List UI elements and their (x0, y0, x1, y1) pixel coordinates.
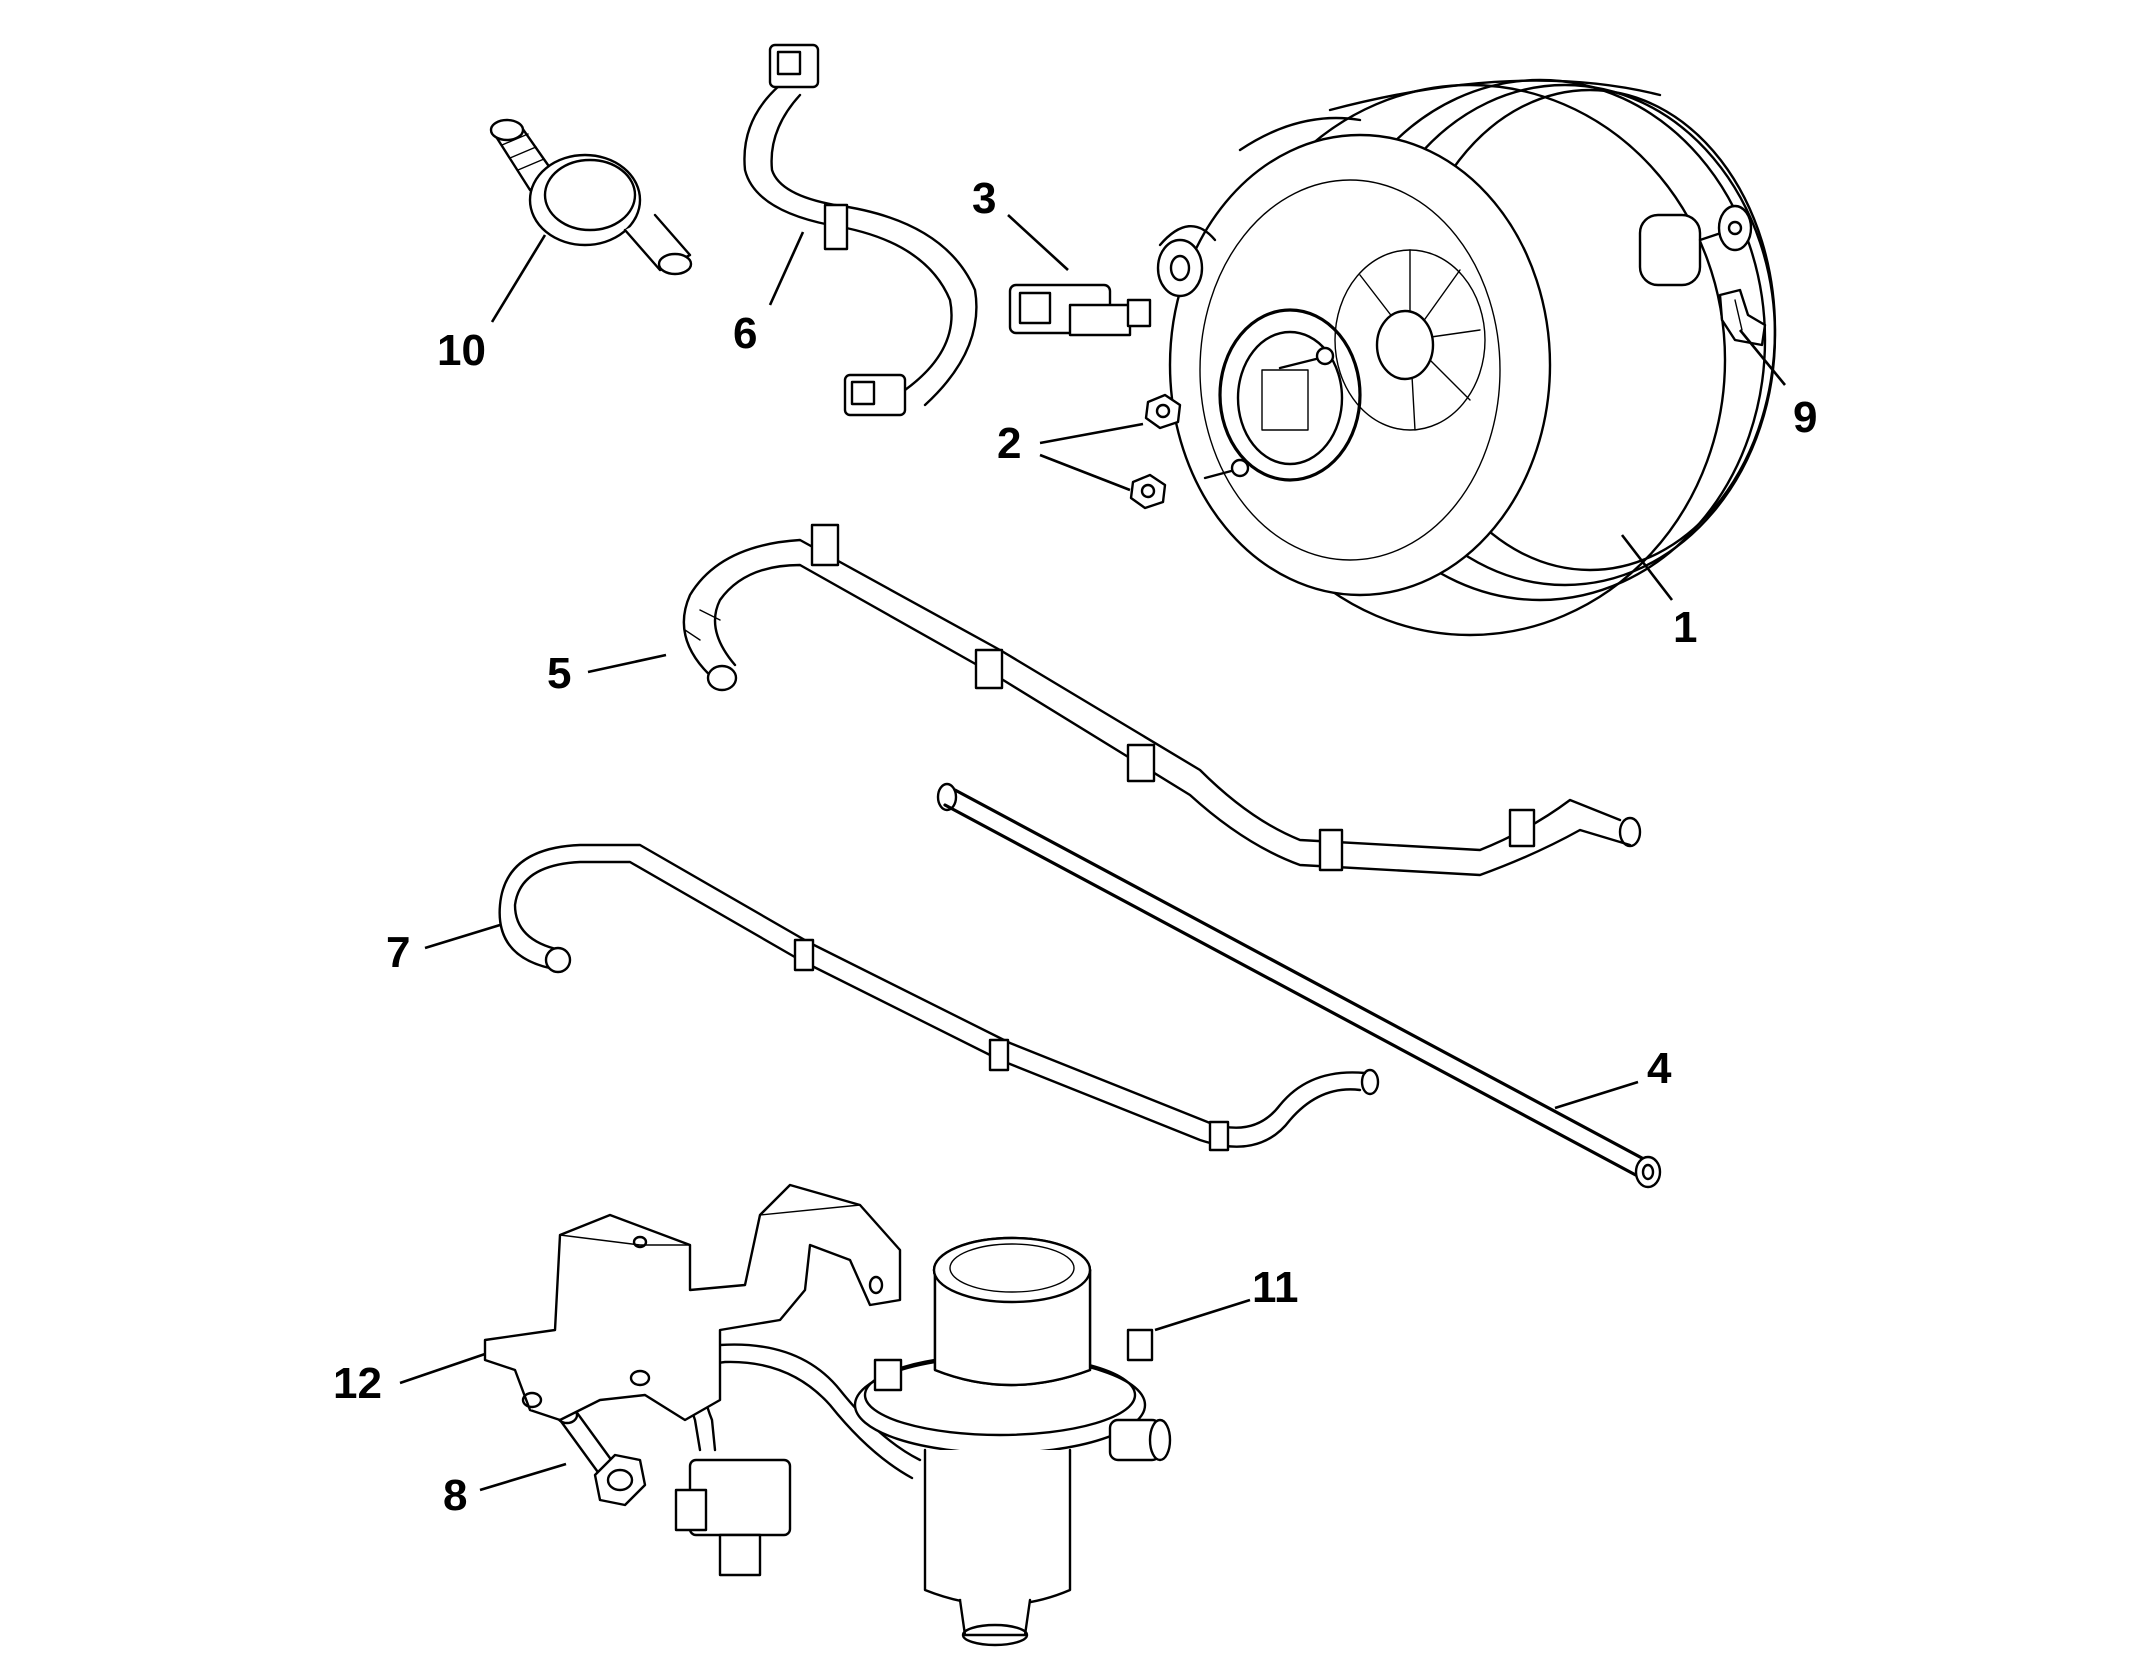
part-vacuum-pump (674, 1236, 1172, 1647)
part-nuts (1129, 393, 1182, 510)
part-vacuum-sensor (1008, 283, 1152, 337)
leader-2a (1039, 422, 1144, 445)
part-vacuum-hose-assembly (682, 523, 1642, 877)
callout-labels: 1 2 3 4 5 6 7 8 9 10 11 12 (333, 174, 1817, 1520)
part-retaining-clip (1718, 288, 1767, 347)
leader-2b (1039, 453, 1131, 492)
leader-8 (479, 1462, 567, 1492)
leader-1 (1620, 534, 1674, 601)
part-bent-hose (743, 43, 978, 417)
leader-7 (424, 923, 501, 950)
leader-6 (768, 231, 805, 306)
leader-3 (1007, 214, 1069, 271)
leader-11 (1154, 1298, 1251, 1332)
callout-4: 4 (1647, 1044, 1672, 1093)
leader-5 (587, 653, 667, 674)
callout-11: 11 (1252, 1263, 1299, 1312)
leader-10 (490, 234, 547, 323)
leader-9 (1738, 329, 1787, 386)
callout-12: 12 (333, 1359, 382, 1408)
callout-10: 10 (437, 326, 486, 375)
callout-5: 5 (547, 649, 571, 698)
part-brake-booster (1156, 78, 1777, 637)
part-straight-hose (936, 782, 1662, 1189)
leader-12 (399, 1352, 486, 1385)
part-u-bend-hose (498, 843, 1380, 1152)
callout-1: 1 (1673, 603, 1697, 652)
callout-8: 8 (443, 1471, 467, 1520)
leader-lines (399, 214, 1787, 1492)
callout-7: 7 (386, 928, 410, 977)
callout-9: 9 (1793, 393, 1817, 442)
callout-2: 2 (997, 419, 1021, 468)
callout-3: 3 (972, 174, 996, 223)
callout-6: 6 (733, 309, 757, 358)
part-check-valve (489, 118, 693, 276)
part-bolt (555, 1405, 647, 1507)
part-mounting-bracket (483, 1183, 902, 1422)
leader-4 (1554, 1080, 1639, 1110)
